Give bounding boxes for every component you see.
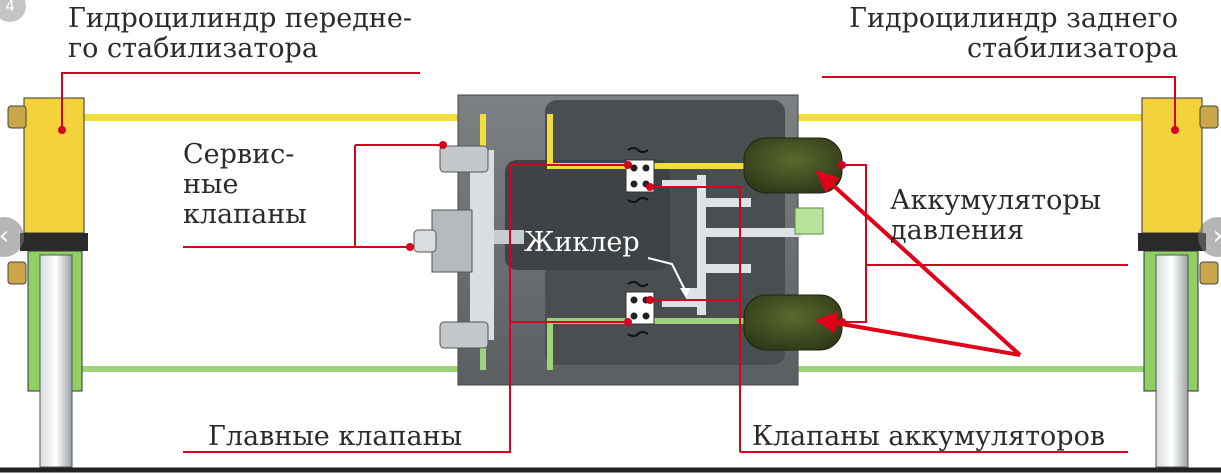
label-jet: Жиклер	[524, 227, 640, 258]
valve-block	[413, 94, 824, 386]
accumulator-arrows	[815, 170, 1022, 357]
label-rear-cylinder: Гидроцилиндр заднего стабилизатора	[845, 4, 1178, 64]
jet-pointer-head	[680, 288, 690, 298]
label-service-valves-line2: ные	[183, 169, 239, 200]
page-number-badge: 4	[0, 0, 26, 22]
label-front-cylinder-line1: Гидроцилиндр передне-	[68, 3, 412, 34]
label-accumulators: Аккумуляторы давления	[890, 186, 1101, 246]
front-stabilizer-cylinder	[7, 97, 88, 468]
label-main-valves: Главные клапаны	[208, 421, 463, 452]
label-front-cylinder-line2: го стабилизатора	[68, 33, 318, 64]
jet-pointer	[647, 257, 687, 293]
label-front-cylinder: Гидроцилиндр передне- го стабилизатора	[68, 4, 412, 64]
label-service-valves: Сервис- ные клапаны	[183, 140, 307, 230]
label-rear-cylinder-line1: Гидроцилиндр заднего	[849, 3, 1178, 34]
label-service-valves-line1: Сервис-	[183, 139, 295, 170]
label-accumulators-line1: Аккумуляторы	[890, 185, 1102, 216]
leader-lines	[61, 72, 1176, 453]
label-accumulator-valves: Клапаны аккумуляторов	[752, 421, 1106, 452]
rear-stabilizer-cylinder	[1138, 97, 1219, 468]
label-accumulators-line2: давления	[890, 215, 1025, 246]
label-service-valves-line3: клапаны	[183, 199, 307, 230]
label-rear-cylinder-line2: стабилизатора	[967, 33, 1178, 64]
next-arrow-icon[interactable]: ›	[1198, 217, 1221, 257]
